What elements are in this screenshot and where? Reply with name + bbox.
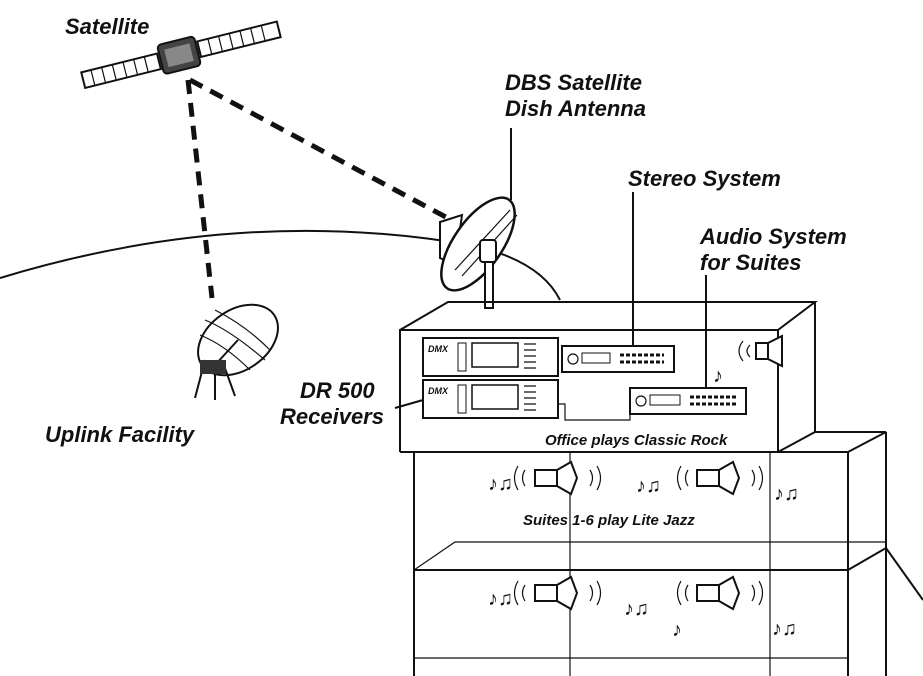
satellite-icon [80,20,282,90]
speaker-icon [676,575,764,611]
downlink-signal-line [188,77,457,225]
music-notes-icon: ♪♫ [488,473,513,495]
receivers-label-line2: Receivers [280,404,384,429]
dish-label-line2: Dish Antenna [505,96,646,121]
svg-text:DMX: DMX [428,386,449,396]
svg-text:DMX: DMX [428,344,449,354]
receiver-to-audio-cable [558,403,631,421]
speaker-icon [676,460,764,496]
music-notes-icon: ♪♫ [774,483,799,505]
earth-horizon [0,229,561,301]
receivers-label-line1: DR 500 [300,378,375,403]
speaker-icon [513,575,602,611]
audio-system-unit-icon [629,387,747,415]
suites-label: Suites 1-6 play Lite Jazz [523,512,695,529]
dr500-receiver-1-icon: DMX [422,337,559,377]
music-notes-icon: ♪ [713,365,723,387]
dr500-receiver-2-icon: DMX [422,379,559,419]
satellite-label: Satellite [65,14,149,39]
music-notes-icon: ♪ [672,619,682,641]
receivers-pointer-line [394,399,424,409]
audio-label-line1: Audio System [699,224,847,249]
dbs-dish-icon [439,196,518,309]
speaker-icon [513,460,602,496]
music-notes-icon: ♪♫ [636,475,661,497]
stereo-label: Stereo System [628,166,781,191]
music-notes-icon: ♪♫ [624,598,649,620]
uplink-signal-line [185,79,215,299]
music-notes-icon: ♪♫ [488,588,513,610]
music-notes-icon: ♪♫ [772,618,797,640]
stereo-unit-icon [561,345,675,373]
audio-label-line2: for Suites [700,250,801,275]
office-label: Office plays Classic Rock [545,432,728,449]
uplink-label: Uplink Facility [45,422,196,447]
uplink-dish-icon [194,303,279,400]
speaker-icon [738,334,783,368]
dish-label-line1: DBS Satellite [505,70,642,95]
